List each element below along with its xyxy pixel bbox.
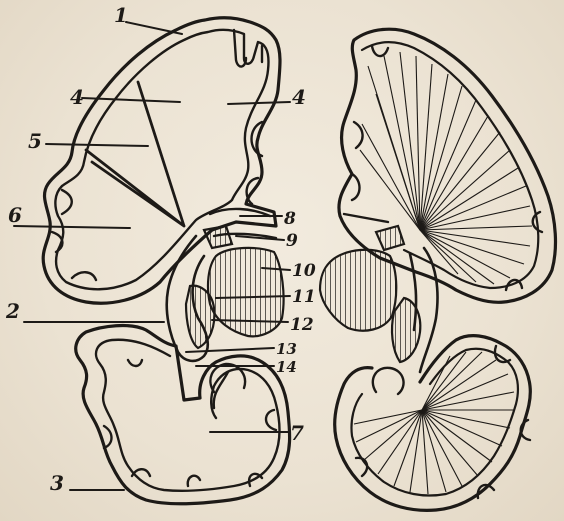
label-4a: 4 bbox=[70, 85, 84, 109]
left-nucleus-claustrum bbox=[186, 286, 214, 348]
leader-1 bbox=[126, 22, 182, 34]
left-nucleus-lentiform bbox=[208, 248, 284, 336]
right-lower-fibres bbox=[354, 352, 514, 494]
label-1: 1 bbox=[114, 3, 128, 27]
label-9: 9 bbox=[286, 231, 298, 251]
label-5: 5 bbox=[28, 129, 42, 153]
label-3: 3 bbox=[50, 471, 64, 495]
left-lower-inner-contour bbox=[96, 340, 280, 491]
right-hemisphere bbox=[320, 29, 555, 510]
right-nucleus-lentiform bbox=[320, 250, 396, 331]
label-14: 14 bbox=[276, 358, 297, 376]
figure-labels: 1 4 4 5 6 8 9 10 11 2 12 13 14 7 3 bbox=[5, 3, 316, 495]
label-13: 13 bbox=[276, 340, 297, 358]
label-6: 6 bbox=[8, 203, 22, 227]
leader-5 bbox=[46, 144, 148, 146]
right-nucleus-small bbox=[376, 226, 404, 250]
label-11: 11 bbox=[292, 287, 316, 307]
label-12: 12 bbox=[290, 315, 314, 335]
label-10: 10 bbox=[292, 261, 316, 281]
label-2: 2 bbox=[5, 299, 20, 323]
label-4b: 4 bbox=[292, 85, 306, 109]
label-8: 8 bbox=[283, 209, 296, 229]
left-radiating-lines bbox=[86, 82, 184, 226]
leader-4b bbox=[228, 102, 290, 104]
leader-6 bbox=[14, 226, 130, 228]
label-7: 7 bbox=[290, 421, 304, 445]
right-lower-loop bbox=[373, 368, 404, 394]
left-nucleus-small bbox=[204, 226, 232, 248]
left-hippocampal-loop bbox=[210, 364, 245, 392]
